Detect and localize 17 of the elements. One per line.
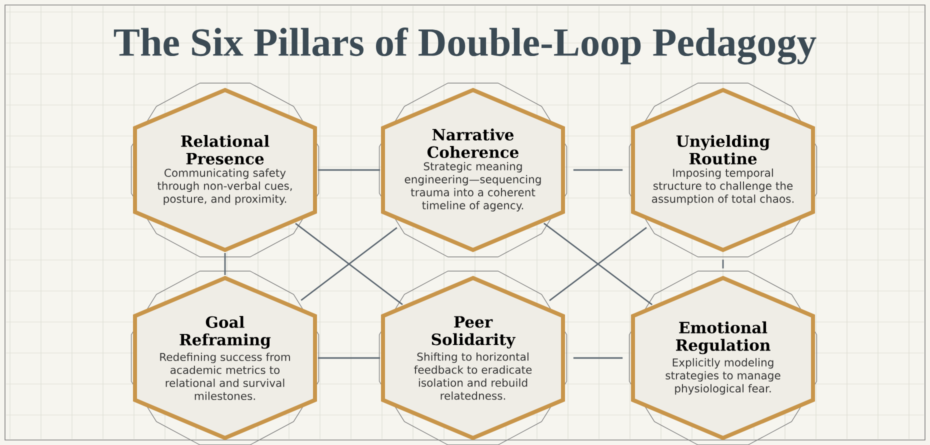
hexagon-card: Emotional Regulation Explicitly modeling strategies to manage physiological fear. [628, 270, 818, 445]
hexagon-card: Peer Solidarity Shifting to horizontal feedback to eradicate isolation and rebuild relatedness. [378, 270, 568, 445]
hexagon-card: Goal Reframing Redefining success from academic metrics to relational and survival milestones. [130, 270, 320, 445]
hexagon-card: Narrative Coherence Strategic meaning engineering—sequencing trauma into a coherent timeline of agency. [378, 82, 568, 258]
connector-line [295, 222, 403, 306]
connector-line [573, 169, 623, 171]
hexagon-card: Relational Presence Communicating safety through non-verbal cues, posture, and proximity. [130, 82, 320, 258]
connector-line [573, 357, 623, 359]
connector-line [300, 227, 398, 301]
title: The Six Pillars of Double-Loop Pedagogy [114, 28, 816, 64]
connector-line [549, 226, 647, 302]
connector-line [318, 169, 380, 171]
connector-line [318, 357, 380, 359]
connector-line [224, 253, 226, 275]
hexagon-card: Unyielding Routine Imposing temporal structure to challenge the assumption of total chaos. [628, 82, 818, 258]
connector-line [543, 222, 653, 306]
connector-line [722, 260, 724, 268]
